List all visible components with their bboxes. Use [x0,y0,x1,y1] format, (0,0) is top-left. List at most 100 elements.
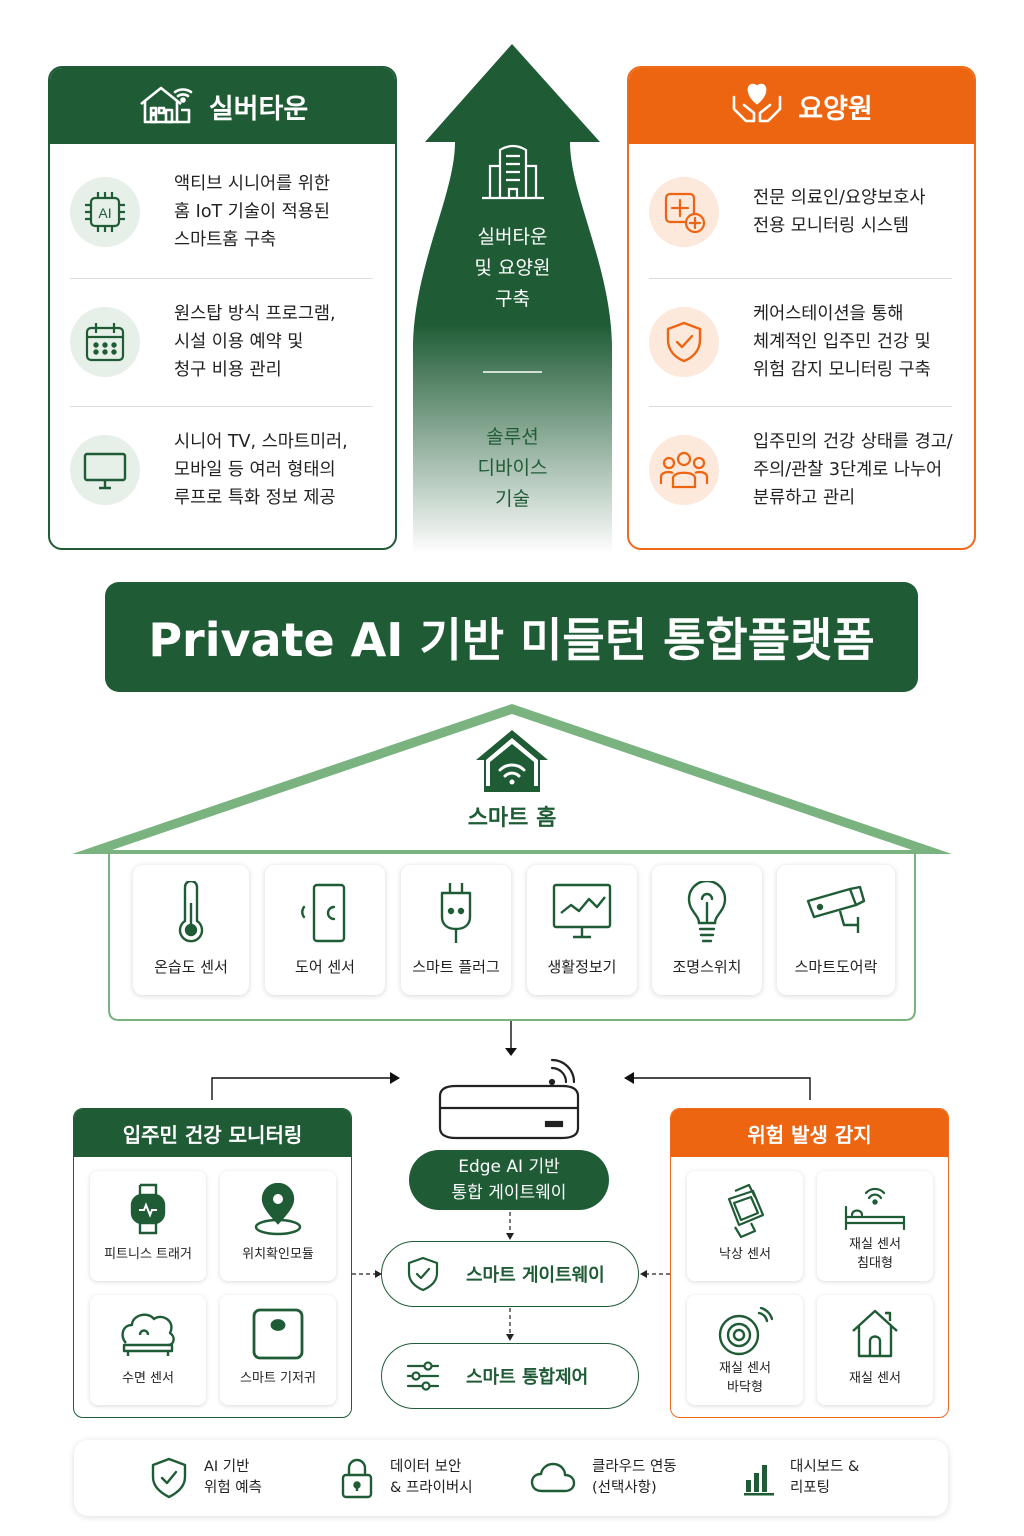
health-item: 위치확인모듈 [220,1171,336,1281]
device-label: 생활정보기 [547,958,617,976]
device-label: 조명스위치 [672,958,742,976]
health-item: 피트니스 트래거 [90,1171,206,1281]
center-arrow: 실버타운 및 요양원 구축 솔루션 디바이스 기술 [410,44,615,554]
health-item-label: 수면 센서 [122,1371,174,1386]
fall-sensor-watch-icon [727,1183,765,1239]
health-item-label: 피트니스 트래거 [104,1247,192,1262]
edge-gateway-device-icon [434,1052,584,1148]
bar-chart-icon [744,1465,774,1496]
danger-item: 재실 센서 [817,1295,933,1405]
silvertown-card: 실버타운 AI 액티브 시니어를 위한 홈 IoT 기술이 적용된 스마트홈 구… [48,66,397,550]
cloud-icon [530,1462,576,1493]
lock-icon [341,1458,373,1499]
nursing-home-item: 전문 의료인/요양보호사 전용 모니터링 시스템 [649,148,954,276]
arrow-top-text: 실버타운 및 요양원 구축 [474,226,551,310]
device-tile-smart-plug: 스마트 플러그 [401,865,511,995]
danger-item-label: 낙상 센서 [719,1247,771,1262]
edge-ai-gateway-label: Edge AI 기반 통합 게이트웨이 [409,1150,609,1210]
divider [70,278,373,279]
sliders-icon [406,1361,440,1391]
device-tile-door-sensor: 도어 센서 [265,865,385,995]
integrated-control-label: 스마트 통합제어 [466,1367,589,1388]
bottom-feature: 데이터 보안 & 프라이버시 [340,1440,473,1516]
platform-banner: Private AI 기반 미들턴 통합플랫폼 [105,582,918,692]
danger-item: 낙상 센서 [687,1171,803,1281]
svg-text:AI: AI [98,205,111,221]
silvertown-item: AI 액티브 시니어를 위한 홈 IoT 기술이 적용된 스마트홈 구축 [70,148,375,276]
device-label: 온습도 센서 [154,958,228,976]
nursing-home-item-text: 전문 의료인/요양보호사 전용 모니터링 시스템 [753,188,926,236]
smart-gateway-label: 스마트 게이트웨이 [466,1265,605,1286]
nursing-home-item: 입주민의 건강 상태를 경고/ 주의/관찰 3단계로 나누어 분류하고 관리 [649,406,954,534]
heart-hands-icon [730,81,784,132]
danger-item: 재실 센서 바닥형 [687,1295,803,1405]
medical-plus-icon [649,177,719,247]
danger-detection-panel: 위험 발생 감지 낙상 센서 재실 센서 침대형 재실 센서 바닥형 [670,1108,949,1418]
device-label: 스마트도어락 [794,958,878,976]
thermometer-icon [178,881,204,943]
nursing-home-card: 요양원 전문 의료인/요양보호사 전용 모니터링 시스템 케어스테이션을 통해 … [627,66,976,550]
danger-item-label: 재실 센서 바닥형 [719,1361,771,1395]
smart-diaper-icon [252,1308,304,1360]
silvertown-item: 시니어 TV, 스마트미러, 모바일 등 여러 형태의 루프로 특화 정보 제공 [70,406,375,534]
smart-home-title: 스마트 홈 [467,806,557,831]
arrow-bottom-text: 솔루션 디바이스 기술 [477,426,548,510]
silvertown-item-text: 액티브 시니어를 위한 홈 IoT 기술이 적용된 스마트홈 구축 [174,174,331,250]
house-presence-icon [852,1309,898,1358]
smart-house-wifi-icon [137,80,195,133]
shield-check-icon [407,1256,439,1292]
calendar-icon [70,307,140,377]
bed-sensor-icon [844,1187,906,1231]
people-group-icon [649,435,719,505]
nursing-home-item: 케어스테이션을 통해 체계적인 입주민 건강 및 위험 감지 모니터링 구축 [649,278,954,406]
nursing-home-item-text: 케어스테이션을 통해 체계적인 입주민 건강 및 위험 감지 모니터링 구축 [753,304,931,380]
nursing-home-item-text: 입주민의 건강 상태를 경고/ 주의/관찰 3단계로 나누어 분류하고 관리 [753,432,953,508]
bottom-feature: 클라우드 연동 (선택사항) [530,1440,677,1516]
fitness-watch-icon [130,1183,166,1235]
bottom-feature-label: 대시보드 & 리포팅 [790,1459,860,1496]
floor-sensor-icon [718,1307,773,1356]
silvertown-item: 원스탑 방식 프로그램, 시설 이용 예약 및 청구 비용 관리 [70,278,375,406]
device-tile-light-switch: 조명스위치 [652,865,762,995]
health-item-label: 스마트 기저귀 [240,1371,316,1386]
silvertown-item-text: 시니어 TV, 스마트미러, 모바일 등 여러 형태의 루프로 특화 정보 제공 [174,432,348,508]
building-icon [478,140,548,206]
smart-home-wifi-icon [474,728,550,798]
bottom-feature-bar: AI 기반 위험 예측 데이터 보안 & 프라이버시 클라우드 연동 (선택사항… [74,1440,948,1516]
health-item-label: 위치확인모듈 [242,1247,314,1262]
location-pin-icon [254,1183,302,1236]
bottom-feature: AI 기반 위험 예측 [150,1440,262,1516]
divider [649,406,952,407]
sleep-sensor-icon [121,1313,175,1356]
device-tile-temp-humidity: 온습도 센서 [133,865,249,995]
device-label: 스마트 플러그 [412,958,500,976]
health-monitoring-title: 입주민 건강 모니터링 [74,1109,351,1157]
danger-item: 재실 센서 침대형 [817,1171,933,1281]
smart-plug-icon [440,883,472,943]
nursing-home-header: 요양원 [629,68,974,144]
health-item: 스마트 기저귀 [220,1295,336,1405]
bottom-feature-label: AI 기반 위험 예측 [204,1459,262,1496]
device-tile-life-info: 생활정보기 [527,865,637,995]
cctv-camera-icon [806,885,866,933]
tv-monitor-icon [70,435,140,505]
device-label: 도어 센서 [295,958,355,976]
danger-item-label: 재실 센서 [849,1371,901,1386]
door-sensor-icon [301,883,346,943]
danger-detection-title: 위험 발생 감지 [671,1109,948,1157]
integrated-control-pill[interactable]: 스마트 통합제어 [381,1343,639,1409]
health-item: 수면 센서 [90,1295,206,1405]
divider [70,406,373,407]
shield-check-icon [151,1457,187,1499]
monitor-chart-icon [552,883,612,939]
bottom-feature-label: 클라우드 연동 (선택사항) [592,1459,677,1496]
device-tile-smart-doorlock: 스마트도어락 [777,865,895,995]
lightbulb-icon [687,881,727,943]
silvertown-title: 실버타운 [208,93,309,125]
bottom-feature: 대시보드 & 리포팅 [744,1440,859,1516]
danger-item-label: 재실 센서 침대형 [849,1237,901,1271]
ai-chip-icon: AI [70,177,140,247]
health-monitoring-panel: 입주민 건강 모니터링 피트니스 트래거 위치확인모듈 수면 센서 스마트 기 [73,1108,352,1418]
smart-gateway-pill[interactable]: 스마트 게이트웨이 [381,1241,639,1307]
bottom-feature-label: 데이터 보안 & 프라이버시 [390,1459,473,1496]
